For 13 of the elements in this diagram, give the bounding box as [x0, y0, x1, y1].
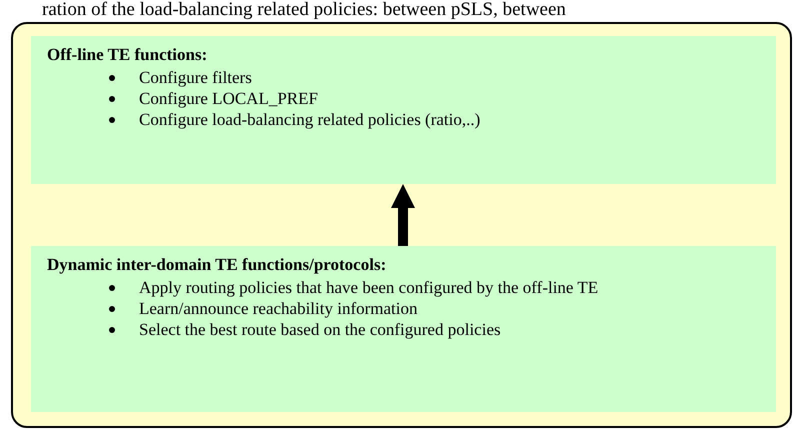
panel-heading: Off-line TE functions: [47, 44, 208, 65]
frame-box [11, 22, 792, 428]
bullet-item: Configure load-balancing related policies (ratio,..) [139, 110, 480, 129]
text-panel [31, 36, 776, 184]
bullet-item: Configure LOCAL_PREF [139, 89, 318, 108]
cut-off-text: ration of the load-balancing related policies: between pSLS, between [42, 0, 566, 20]
bullet-item: Apply routing policies that have been configured by the off-line TE [139, 278, 598, 297]
text-panel [31, 246, 776, 412]
bullet-item: Select the best route based on the configured policies [139, 320, 501, 339]
bullet-item: Configure filters [139, 68, 252, 87]
panel-heading: Dynamic inter-domain TE functions/protocols: [47, 254, 388, 275]
arrow [391, 184, 415, 246]
bullet-item: Learn/announce reachability information [139, 299, 418, 318]
